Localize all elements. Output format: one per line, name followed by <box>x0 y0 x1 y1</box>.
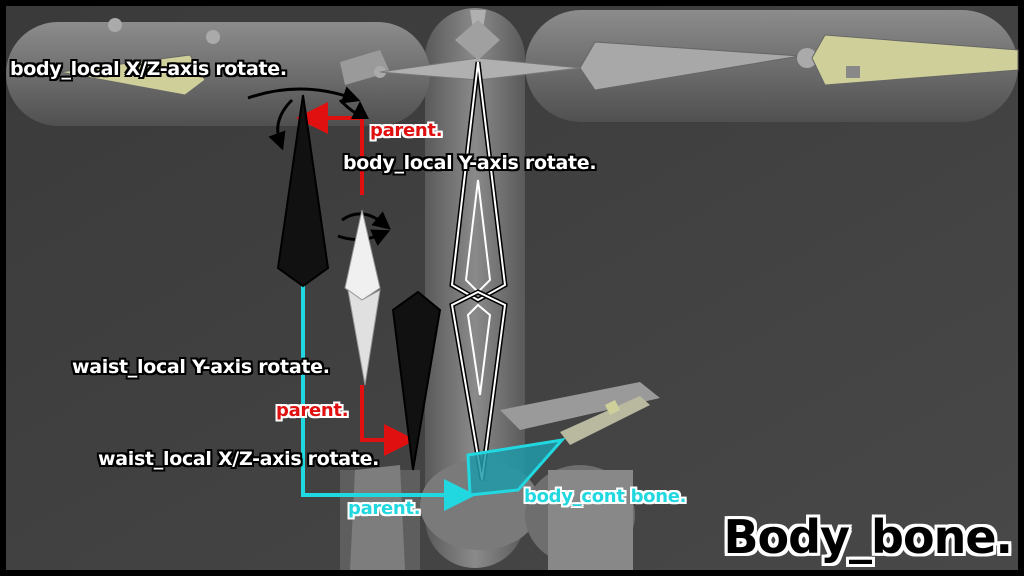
right-wrist-marker <box>846 66 860 78</box>
right-arm-mesh <box>525 10 1018 122</box>
left-leg-bone <box>350 465 405 570</box>
left-finger-joint <box>206 30 220 44</box>
left-upperarm-bone <box>59 54 206 96</box>
right-elbow-joint <box>797 48 817 68</box>
neck-joint <box>455 20 500 60</box>
rotate-arrow-xz-right <box>338 98 369 120</box>
rotate-arrow-xz-left <box>268 98 294 151</box>
label-body-local-y: body_local Y-axis rotate. <box>343 152 597 174</box>
label-waist-local-y: waist_local Y-axis rotate. <box>72 356 330 378</box>
knee-joint <box>605 400 620 415</box>
right-leg-bone <box>548 470 633 570</box>
label-parent-cont: parent. <box>348 498 421 519</box>
label-body-local-xz: body_local X/Z-axis rotate. <box>10 58 287 80</box>
left-arm-mesh <box>6 22 430 126</box>
label-parent-waist: parent. <box>276 400 349 421</box>
thigh-bone <box>560 396 650 445</box>
red-parent-arrow-lower <box>360 385 416 456</box>
label-waist-local-xz: waist_local X/Z-axis rotate. <box>98 448 380 470</box>
right-forearm-bone <box>811 34 1019 86</box>
left-hand-joint <box>108 18 122 32</box>
waist-local-xz-bone <box>391 290 442 471</box>
thigh-chain-mesh <box>500 382 660 430</box>
body-cont-bone <box>466 437 566 497</box>
label-body-cont-bone: body_cont bone. <box>524 486 687 507</box>
left-shoulder-bone <box>340 50 390 85</box>
body-local-xz-bone <box>276 94 330 288</box>
page-title: Body_bone. <box>723 510 1013 564</box>
rotate-arrow-xz-top <box>247 86 361 104</box>
waist-local-y-bone <box>347 288 381 386</box>
body-main-bone-inner <box>450 61 507 302</box>
cyan-parent-arrow <box>301 285 476 511</box>
label-parent-body: parent. <box>370 120 443 141</box>
waist-main-bone-core <box>466 303 492 396</box>
